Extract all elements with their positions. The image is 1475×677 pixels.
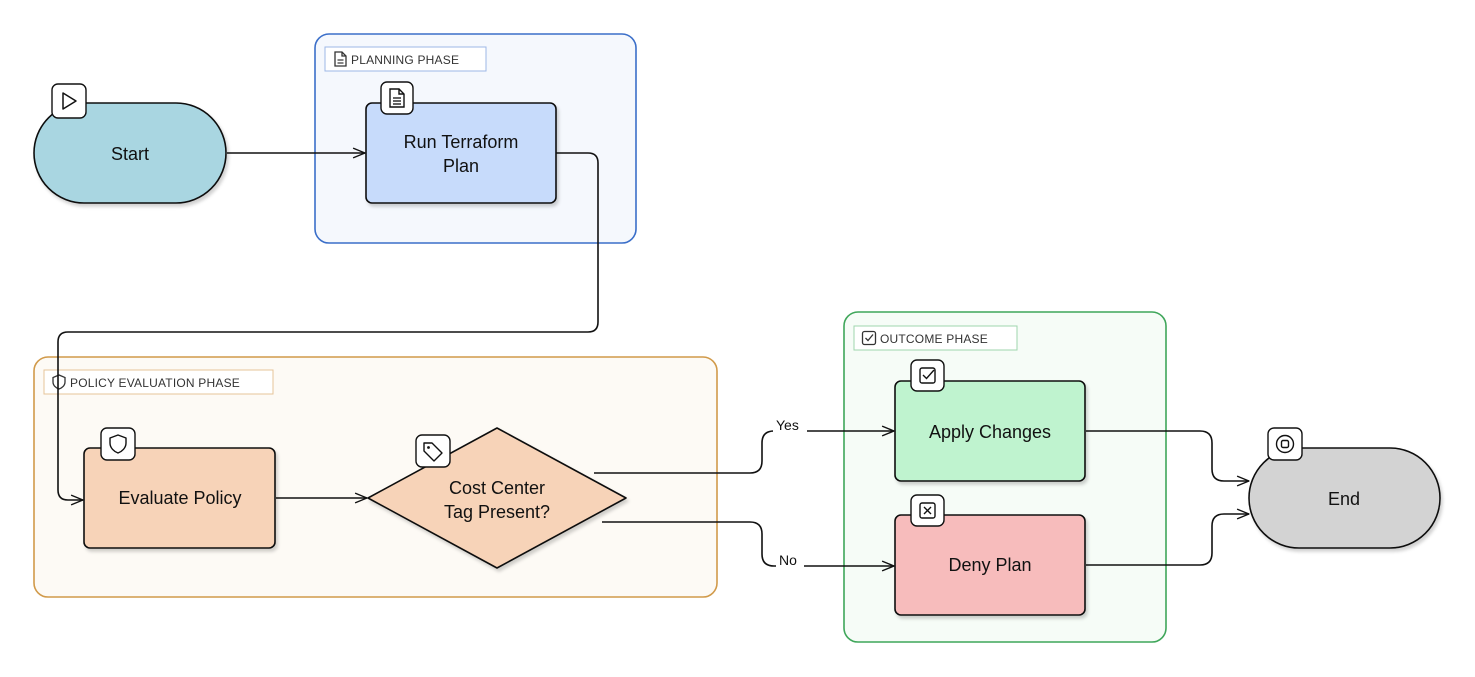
svg-text:No: No	[779, 552, 797, 568]
document-icon	[380, 81, 414, 115]
end-label: End	[1328, 489, 1360, 509]
edge-plan-to-evaluate	[57, 152, 599, 500]
run-terraform-plan-line1: Run Terraform	[404, 132, 519, 152]
tag-icon	[415, 434, 451, 468]
edge-label-no: No	[776, 551, 804, 569]
deny-plan-node[interactable]: Deny Plan	[894, 514, 1086, 616]
edges	[57, 152, 1249, 566]
edge-decision-yes-to-apply	[594, 431, 894, 474]
document-icon	[334, 51, 347, 67]
start-label: Start	[111, 144, 149, 164]
edge-decision-no-to-deny	[602, 521, 894, 566]
edge-deny-to-end	[1086, 514, 1249, 566]
deny-plan-label: Deny Plan	[948, 555, 1031, 575]
close-box-icon	[910, 494, 945, 527]
run-terraform-plan-node[interactable]: Run Terraform Plan	[365, 102, 557, 204]
checkbox-icon	[861, 330, 877, 346]
decision-line1: Cost Center	[449, 478, 545, 498]
outcome-phase-label: OUTCOME PHASE	[880, 332, 988, 346]
shield-icon	[100, 427, 136, 461]
run-terraform-plan-line2: Plan	[443, 156, 479, 176]
svg-text:Yes: Yes	[776, 417, 799, 433]
shield-icon	[52, 374, 66, 390]
evaluate-policy-node[interactable]: Evaluate Policy	[83, 447, 276, 549]
edge-label-yes: Yes	[773, 416, 807, 434]
apply-changes-node[interactable]: Apply Changes	[894, 380, 1086, 482]
decision-line2: Tag Present?	[444, 502, 550, 522]
edge-apply-to-end	[1086, 430, 1249, 481]
start-node[interactable]: Start	[33, 102, 227, 204]
stop-icon	[1267, 427, 1303, 461]
policy-evaluation-phase-label: POLICY EVALUATION PHASE	[70, 376, 240, 390]
planning-phase-label: PLANNING PHASE	[351, 53, 459, 67]
play-icon	[51, 83, 87, 119]
evaluate-policy-label: Evaluate Policy	[118, 488, 241, 508]
end-node[interactable]: End	[1248, 447, 1441, 549]
checkbox-icon	[910, 359, 945, 392]
apply-changes-label: Apply Changes	[929, 422, 1051, 442]
